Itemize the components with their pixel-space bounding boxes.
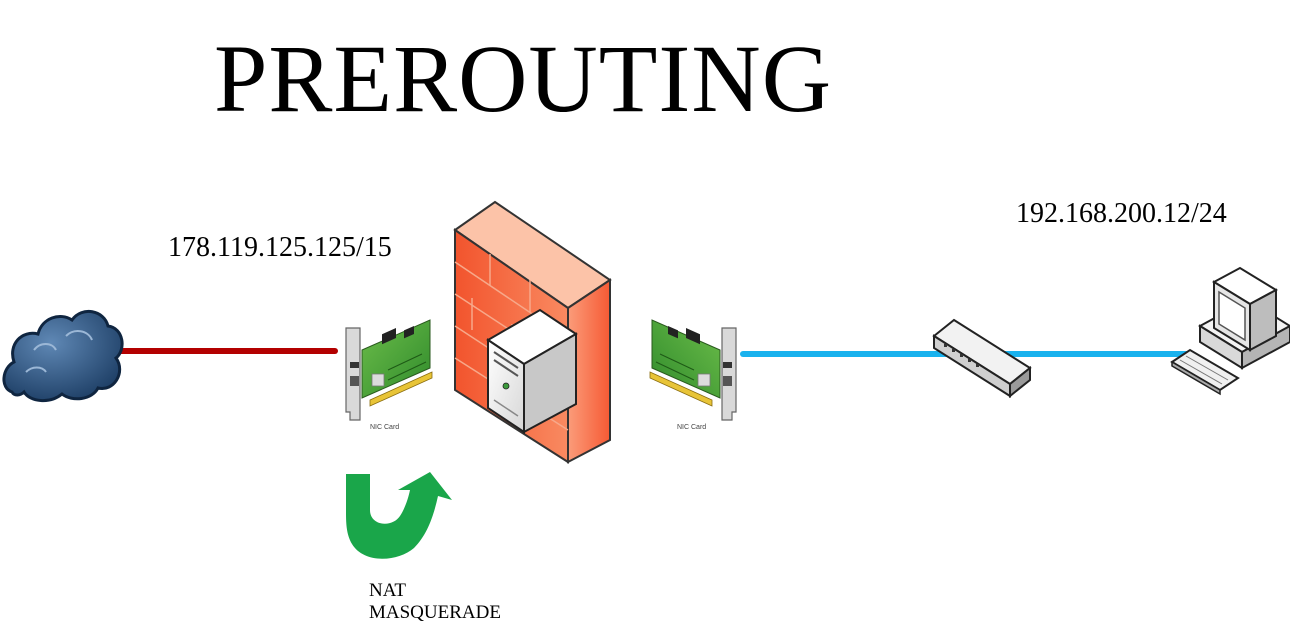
cloud-icon [2,310,124,402]
nic-right-label: NIC Card [677,424,707,431]
workstation-icon [1170,266,1290,396]
nic-card-icon [649,319,737,421]
server-icon [486,308,578,434]
u-turn-arrow-icon [346,472,452,559]
lan-ip-label: 192.168.200.12/24 [1016,198,1227,229]
switch-icon [932,318,1032,399]
nat-masquerade-label: NAT MASQUERADE [369,580,501,624]
page-title: PREROUTING [214,25,833,132]
nic-left-label: NIC Card [370,424,400,431]
nat-label-line1: NAT [369,580,406,601]
nic-card-icon [345,319,433,421]
nat-label-line2: MASQUERADE [369,602,501,623]
wan-ip-label: 178.119.125.125/15 [168,232,392,263]
